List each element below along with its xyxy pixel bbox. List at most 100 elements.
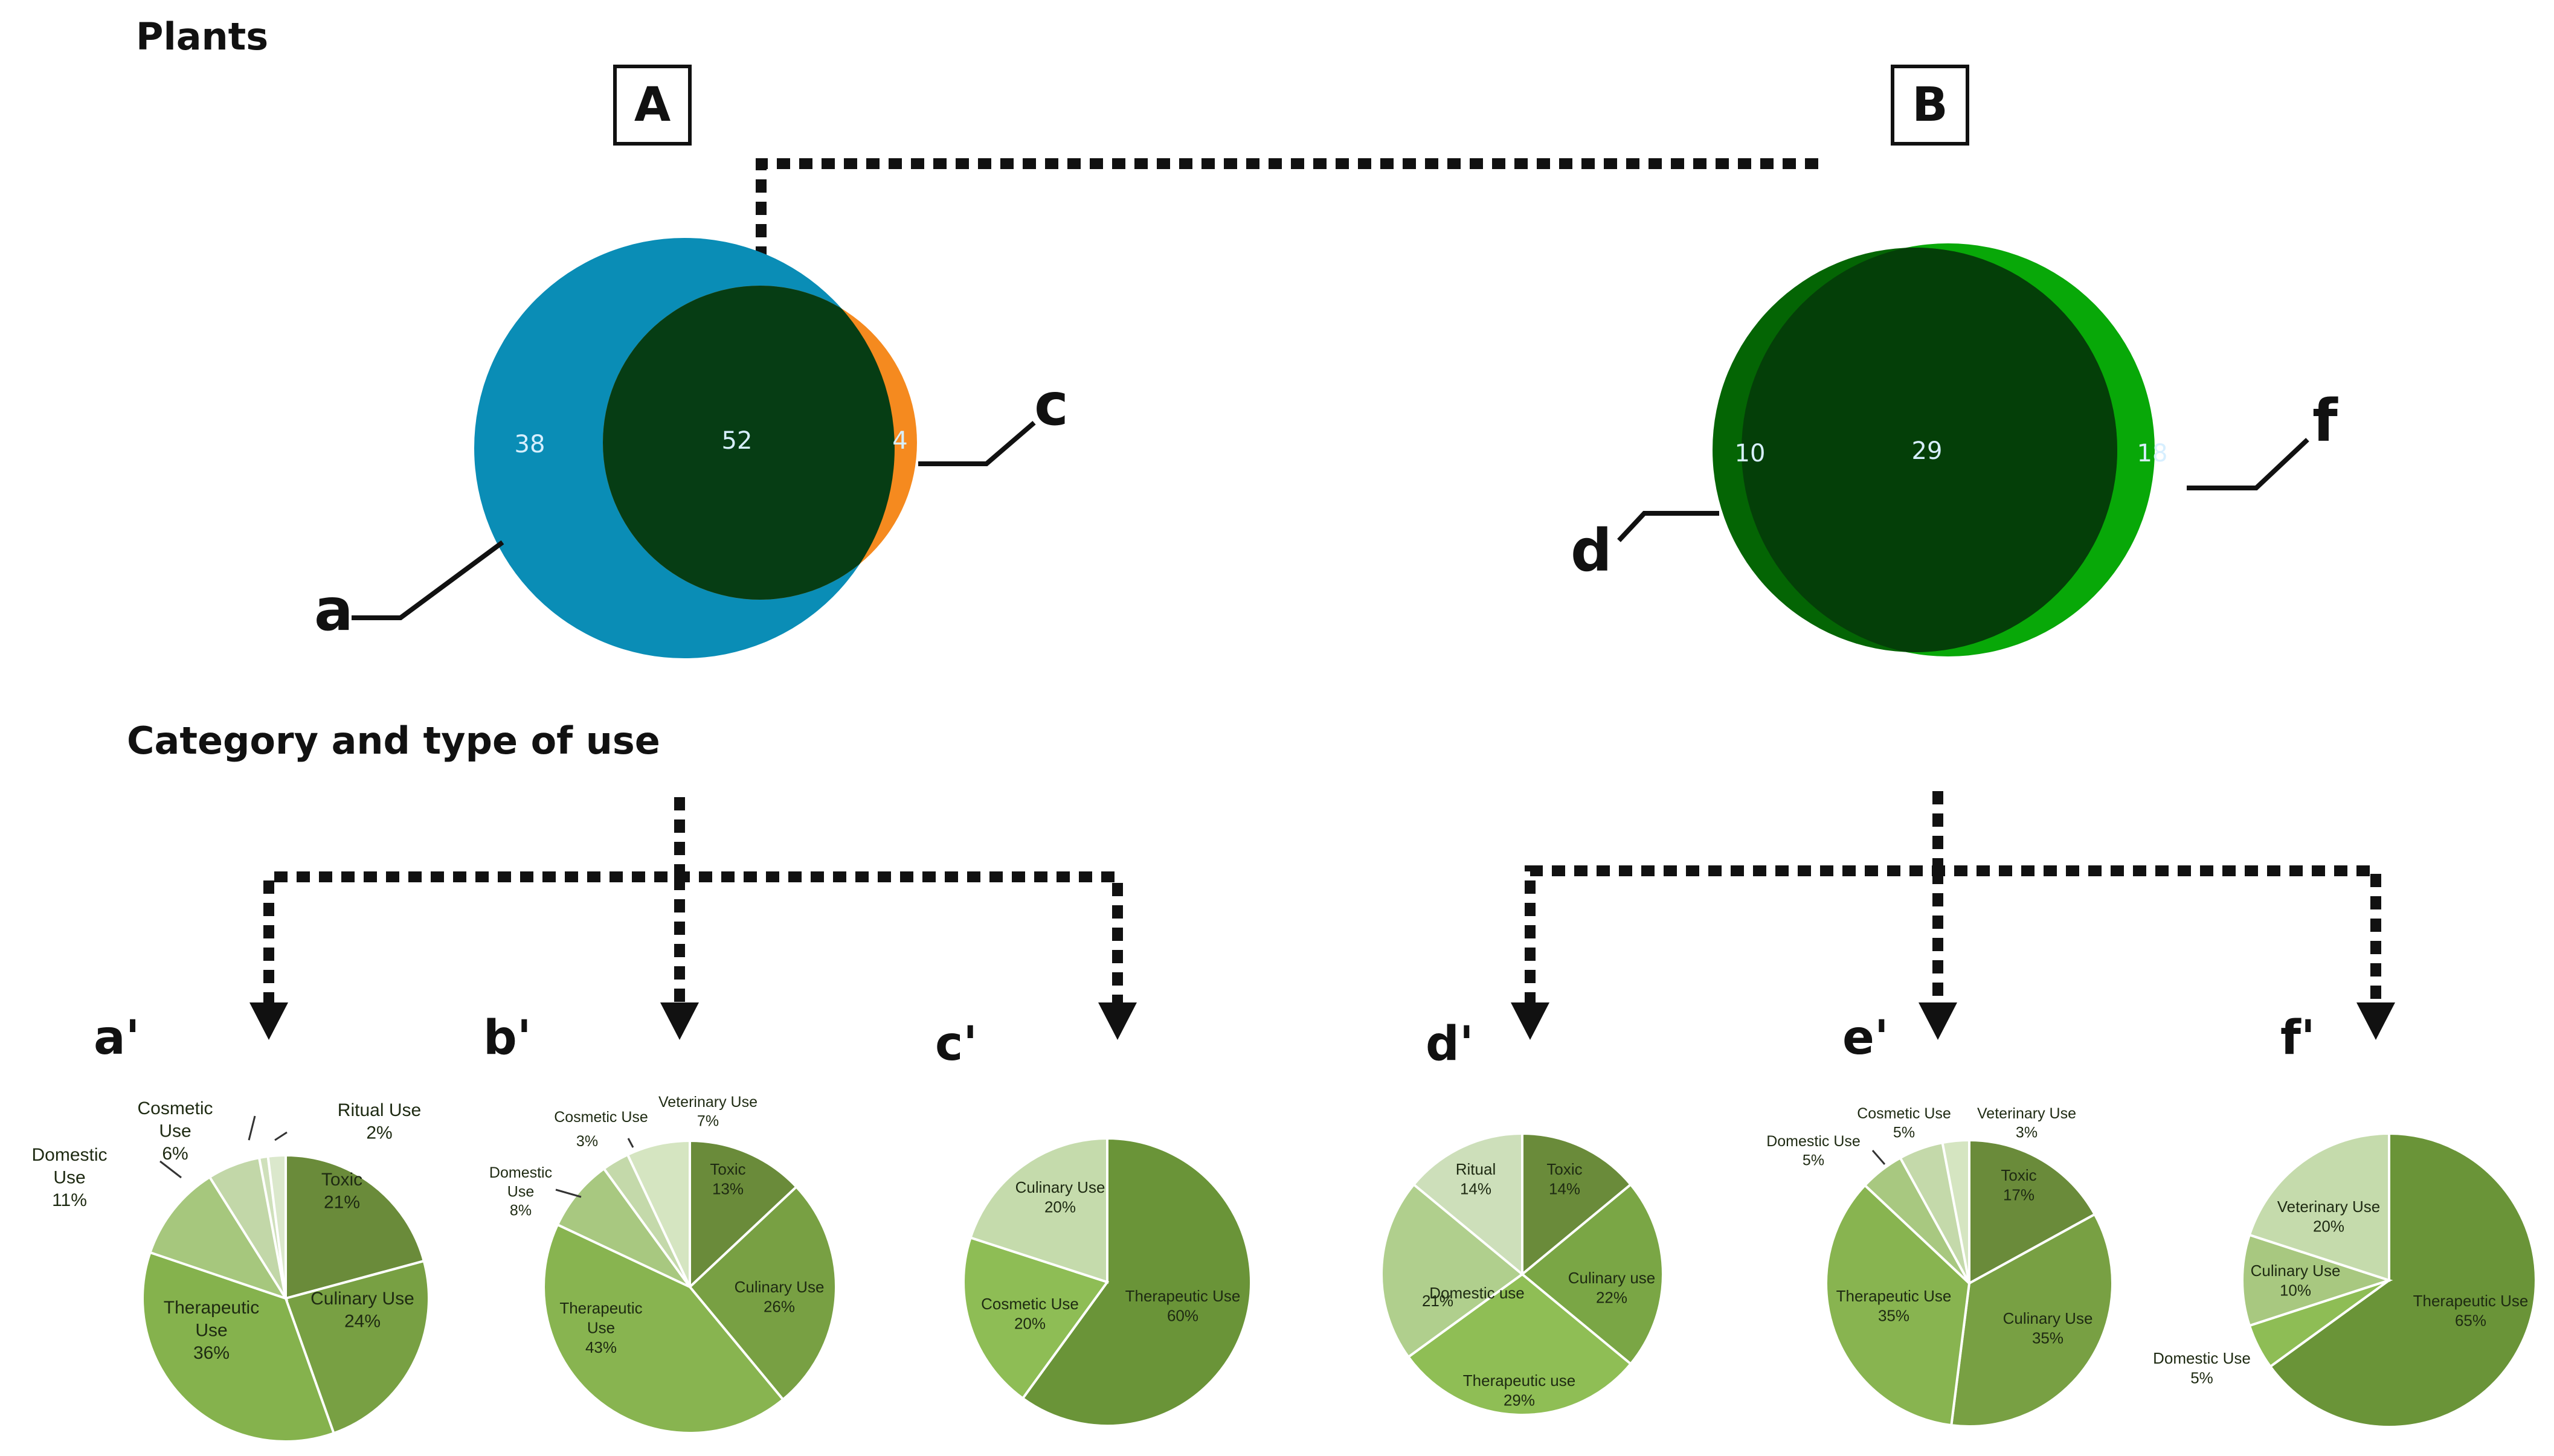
pie-slice-label-line: Therapeutic Use: [1125, 1287, 1241, 1305]
pie-slice-label-line: 21%: [324, 1193, 360, 1213]
pie-slice-label-line: 60%: [1167, 1307, 1198, 1325]
pie-slice-label-line: Veterinary Use: [1977, 1105, 2076, 1122]
box-a: [613, 65, 692, 146]
arrow-c-prime: [1098, 1002, 1137, 1040]
pie-slice-label-line: 8%: [510, 1202, 532, 1219]
pie-slice-label-line: Ritual: [1456, 1160, 1496, 1178]
label-b-prime: b': [483, 1011, 532, 1065]
pie-slice-label-line: Use: [159, 1121, 191, 1141]
pie-slice-label-line: 17%: [2003, 1186, 2035, 1204]
leader-f: [2187, 438, 2309, 490]
pie-slice-label-line: 7%: [697, 1112, 719, 1129]
arrow-b-prime: [660, 1002, 699, 1040]
venn-a-only-outer-count: 38: [515, 431, 545, 458]
pie-slice: [2268, 1132, 2537, 1428]
pie-slice-label-line: 20%: [2313, 1217, 2344, 1236]
pie-label-leader: [555, 1188, 582, 1198]
venn-b-right-set-label: f: [2312, 387, 2338, 455]
pie-slice-label-line: 20%: [1014, 1315, 1046, 1333]
pie-slice: [148, 1175, 289, 1301]
pie-slice-label-line: Cosmetic: [137, 1098, 213, 1118]
pie-slice-label-line: Toxic: [321, 1170, 362, 1190]
heading-category-and-type-of-use: Category and type of use: [127, 719, 660, 763]
arrow-f-prime: [2356, 1002, 2395, 1040]
pie-slice-label-line: 35%: [2032, 1329, 2063, 1347]
pie-slice: [1406, 1272, 1633, 1416]
pie-slice-label-line: 5%: [2190, 1369, 2213, 1387]
pie-slice: [1941, 1138, 1970, 1284]
pie-slice-label-line: Therapeutic Use: [1836, 1287, 1952, 1305]
pie-slice-label-line: Domestic use: [1429, 1284, 1525, 1302]
pie-label-leader: [159, 1160, 182, 1179]
pie-slice-label-line: Cosmetic Use: [981, 1295, 1079, 1313]
pie-slice: [1520, 1182, 1664, 1366]
pie-slice: [284, 1259, 430, 1435]
venn-diagram-a: 38 52 4: [474, 238, 917, 658]
pie-slice-label-line: Therapeutic: [164, 1298, 259, 1318]
pie-slice-label-line: Veterinary Use: [658, 1094, 758, 1111]
pie-slice-label-line: 29%: [1504, 1391, 1535, 1409]
leader-a: [352, 540, 504, 620]
arrow-d-prime: [1511, 1002, 1549, 1040]
pie-slice-label-line: 5%: [1893, 1124, 1915, 1141]
pie-slice: [1824, 1183, 1971, 1427]
pie-slice: [2248, 1132, 2390, 1282]
pie-slice: [1021, 1137, 1252, 1427]
pie-slice-label-line: Therapeutic: [559, 1299, 642, 1317]
venn-a-overlap: [603, 286, 895, 600]
pie-slice-pct: 21%: [1422, 1292, 1453, 1310]
pie-slice: [969, 1137, 1108, 1284]
pie-slice: [2240, 1233, 2393, 1327]
pie-slice-label: Culinary Use 24%: [310, 1289, 414, 1332]
venn-b-intersection-count: 29: [1912, 437, 1943, 465]
pie-slice-label-line: 20%: [1044, 1198, 1076, 1216]
tree-right-branches: [1525, 865, 2381, 1005]
pie-slice-label-line: Use: [507, 1183, 534, 1200]
pie-slice-label-line: 65%: [2455, 1312, 2486, 1330]
pie-slice-label-line: Cosmetic Use: [554, 1109, 648, 1126]
pie-slice: [1950, 1213, 2114, 1428]
pie-slice-label-line: Use: [53, 1168, 85, 1188]
pie-slice: [542, 1223, 785, 1434]
label-a-prime: a': [94, 1011, 140, 1065]
pie-slice-label-line: Culinary Use: [2251, 1262, 2341, 1280]
pie-slice-label-line: Toxic: [710, 1160, 745, 1178]
pie-slice-label-line: 35%: [1878, 1307, 1909, 1325]
connector-a-b: [756, 158, 1818, 296]
tree-left-branches: [263, 871, 1123, 1005]
pie-slice-label-line: 43%: [585, 1338, 617, 1356]
pie-label-leader: [274, 1131, 288, 1141]
pie-slice-label-line: Culinary Use: [2003, 1309, 2093, 1327]
pie-slice-label-line: 14%: [1460, 1180, 1491, 1198]
pie-slice-label: Cosmetic Use: [554, 1109, 648, 1126]
pie-slice-label-line: Culinary Use: [310, 1289, 414, 1309]
pie-slice-label-line: 36%: [193, 1343, 230, 1363]
pie-slice-label-line: Culinary use: [1568, 1269, 1656, 1287]
pie-slice-label-line: 22%: [1596, 1289, 1627, 1307]
venn-diagram-b: 10 29 18: [1713, 243, 2167, 656]
arrow-e-prime: [1919, 1002, 1957, 1040]
leader-c: [918, 420, 1036, 466]
pie-slice-label-line: 24%: [344, 1312, 381, 1332]
pie-slice-label-line: Domestic Use: [1766, 1133, 1861, 1150]
pie-slice-label-line: Use: [587, 1319, 615, 1337]
pie-slice: [556, 1167, 691, 1288]
pie-slice-label: Ritual 14%: [1456, 1160, 1496, 1198]
